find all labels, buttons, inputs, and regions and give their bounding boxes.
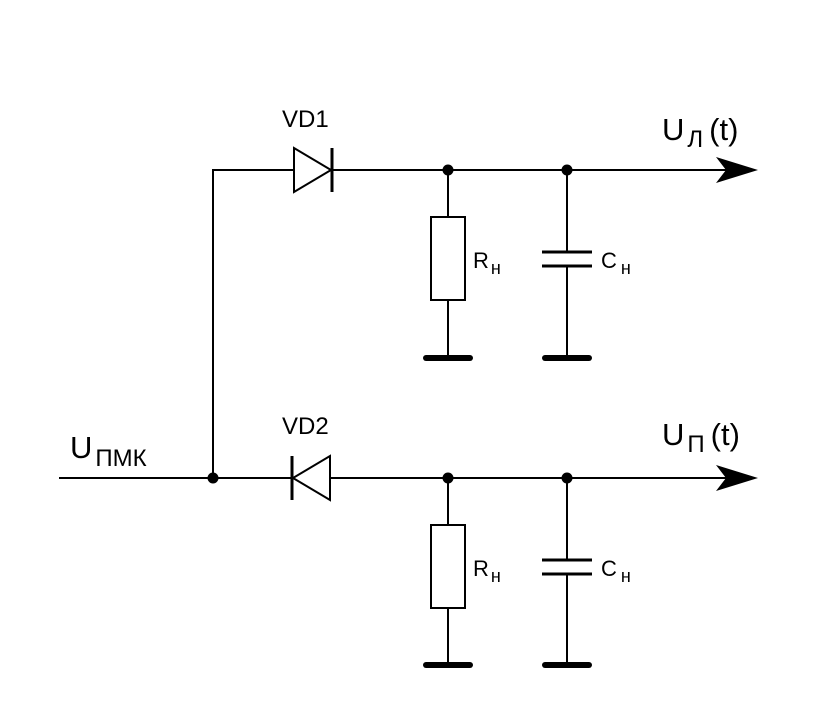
bottom-resistor [423,477,473,668]
top-capacitor-subscript: н [621,258,631,278]
top-capacitor-main: C [601,248,617,273]
bottom-output-subscript: П [687,431,704,458]
diode-vd2-triangle-icon [291,454,331,502]
diode-vd1-label: VD1 [282,106,329,133]
diode-vd1 [293,146,334,194]
bottom-output-arrow-icon [716,465,758,491]
top-resistor-subscript: н [491,258,501,278]
bottom-resistor-main: R [473,556,489,581]
top-output-argument: (t) [709,112,738,147]
top-output-subscript: Л [687,126,703,153]
bottom-resistor-subscript: н [491,566,501,586]
bottom-capacitor-main: C [601,556,617,581]
bottom-resistor-body [430,524,466,609]
top-output-main: U [662,112,684,147]
top-resistor [423,169,473,361]
bottom-capacitor-subscript: н [621,566,631,586]
top-resistor-body [430,216,466,301]
input-voltage-main: U [70,430,92,465]
top-output-arrow-icon [716,157,758,183]
bottom-output-argument: (t) [711,417,740,452]
top-resistor-main: R [473,248,489,273]
input-junction-dot [207,472,219,484]
wires [59,169,726,479]
bottom-capacitor [542,477,592,668]
bottom-output-main: U [662,417,684,452]
diode-vd2-label: VD2 [282,413,329,440]
diode-vd1-triangle-icon [293,146,333,194]
diode-vd2 [290,454,331,502]
top-capacitor [542,169,592,361]
input-voltage-subscript: ПМК [95,445,146,472]
